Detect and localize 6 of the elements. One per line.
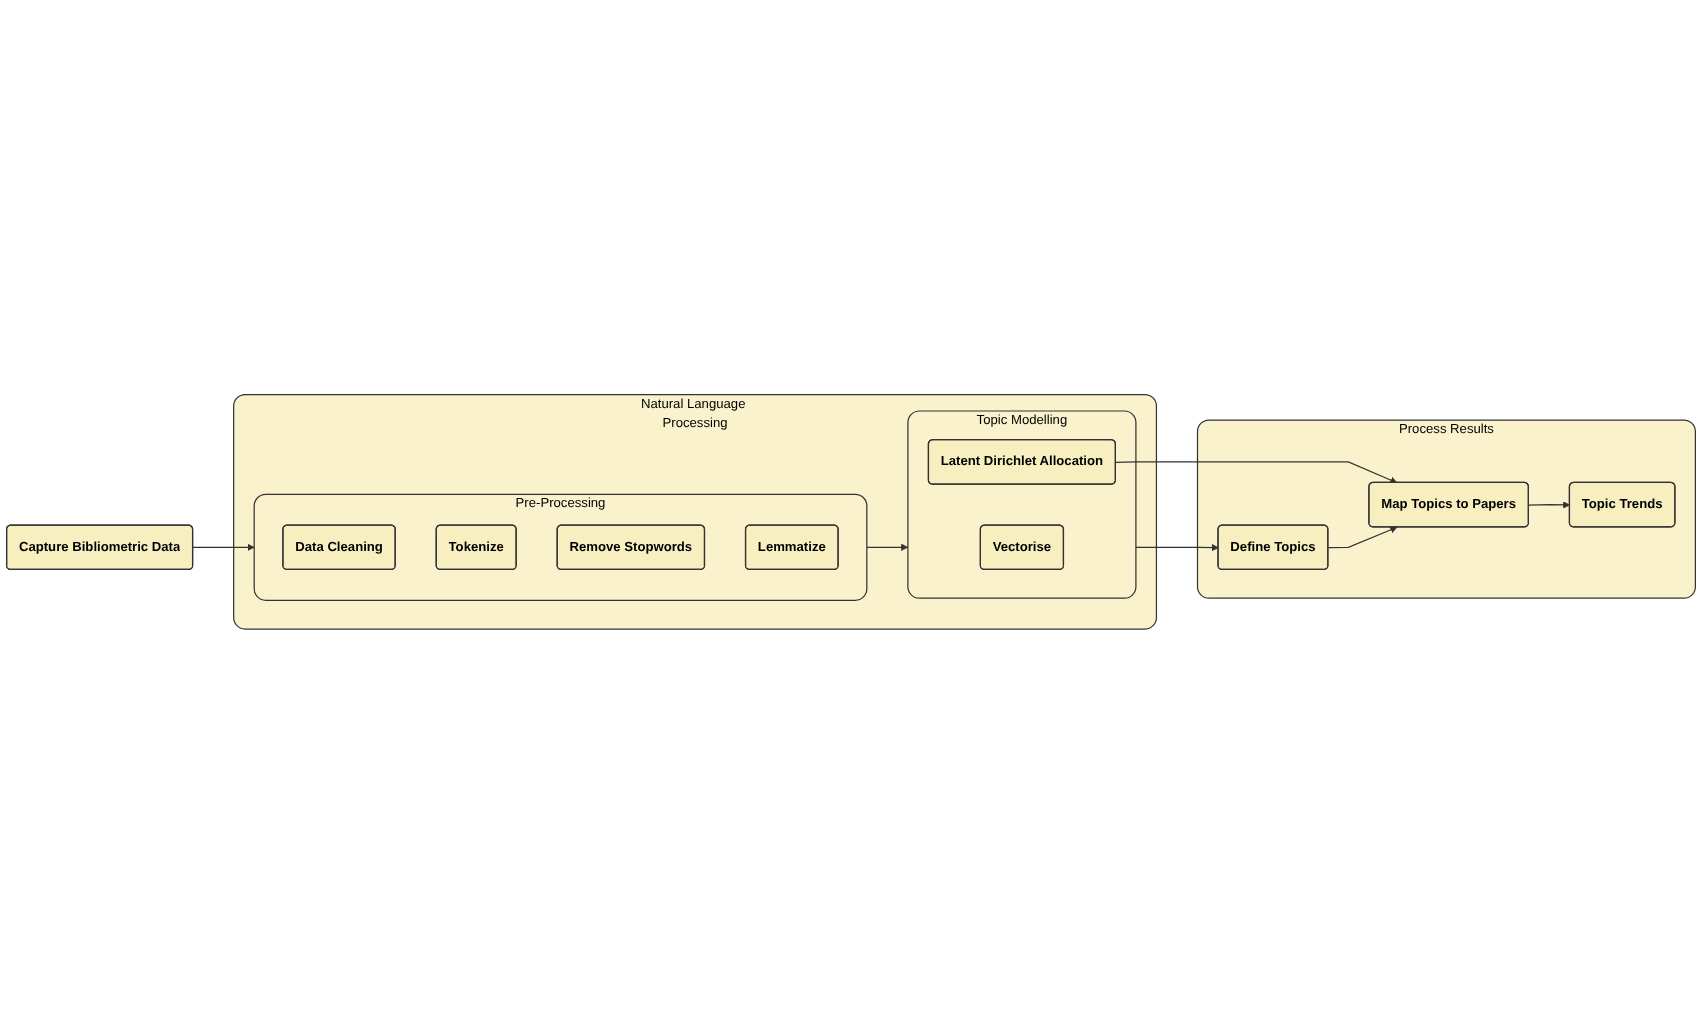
arrow — [1115, 460, 1398, 483]
arrow — [192, 542, 255, 551]
arrow — [866, 542, 909, 551]
arrow — [1327, 525, 1398, 548]
arrow — [1528, 500, 1571, 508]
arrow — [1135, 543, 1219, 551]
